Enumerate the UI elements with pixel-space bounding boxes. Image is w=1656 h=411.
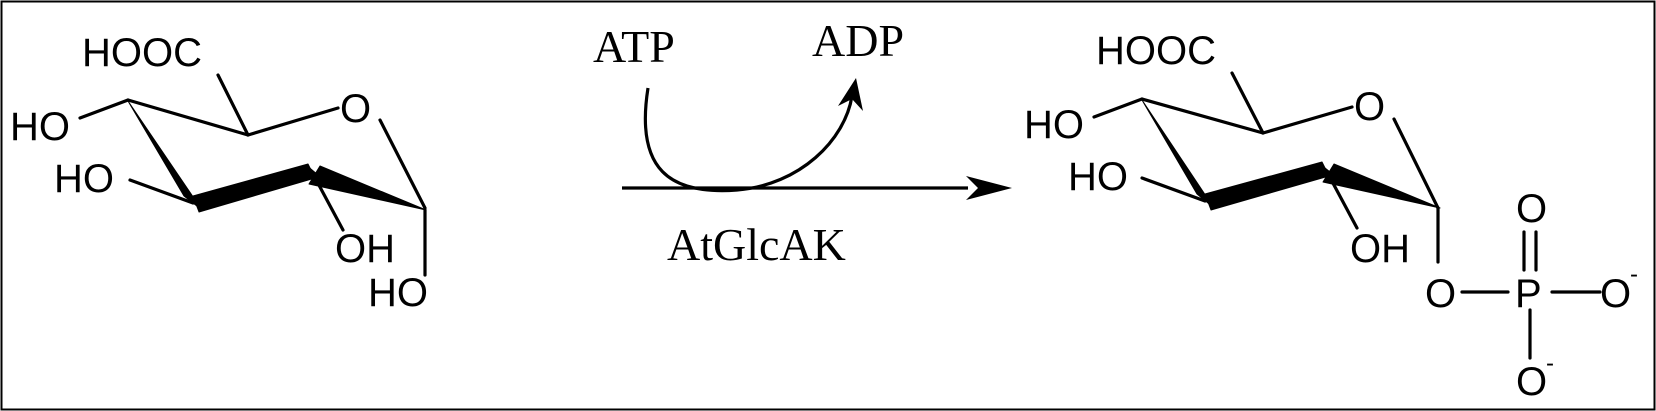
reaction-arrow-group: ATP ADP AtGlcAK	[593, 15, 1012, 270]
bond-c3-oh	[1140, 176, 1207, 203]
product-oxo-oxygen-label: O	[1516, 187, 1547, 231]
bond-c2-oh	[311, 172, 345, 232]
cofactor-out-label: ADP	[812, 15, 904, 66]
substrate-carboxyl-label: HOOC	[82, 31, 202, 75]
product-ester-oxygen-label: O	[1425, 272, 1456, 316]
substrate-hydroxyl-c4-label: HO	[10, 105, 70, 149]
reaction-arrow-head	[966, 176, 1012, 200]
bond-c3-c2-bold	[192, 163, 316, 213]
product-anion-oxygen-bottom-label: O	[1516, 360, 1547, 404]
bond-c4-c5	[1140, 97, 1265, 135]
bond-c4-c5	[126, 98, 250, 137]
product-anion-oxygen-right-label: O	[1600, 272, 1631, 316]
enzyme-label: AtGlcAK	[667, 219, 846, 270]
substrate-hydroxyl-c2-label: OH	[335, 227, 395, 271]
bond-c5-o	[246, 106, 340, 137]
substrate-hydroxyl-c1-label: HO	[368, 271, 428, 315]
cofactor-in-label: ATP	[593, 21, 675, 72]
cofactor-curve	[643, 87, 854, 193]
product-molecule: HOOC O HO HO OH O P O O - O -	[1024, 29, 1638, 404]
bond-c5-o	[1261, 105, 1354, 135]
bond-c5-carboxyl	[1230, 71, 1265, 135]
bond-c3-c2-bold	[1204, 161, 1330, 211]
product-carboxyl-label: HOOC	[1096, 29, 1216, 73]
wedge-c2-c1	[1322, 163, 1441, 209]
substrate-hydroxyl-c3-label: HO	[54, 157, 114, 201]
product-hydroxyl-c2-label: OH	[1350, 227, 1410, 271]
product-phosphorus-label: P	[1515, 272, 1542, 316]
product-hydroxyl-c4-label: HO	[1024, 103, 1084, 147]
substrate-molecule: HOOC O HO HO OH HO	[10, 31, 428, 315]
bond-c5-carboxyl	[216, 73, 250, 137]
product-anion-charge-right: -	[1630, 261, 1638, 288]
bond-o-c1	[1392, 117, 1440, 210]
bond-o-c1	[378, 118, 427, 210]
bond-c4-oh	[78, 98, 130, 120]
cofactor-arrow-head	[838, 78, 863, 111]
bond-c4-oh	[1092, 97, 1144, 119]
product-hydroxyl-c3-label: HO	[1068, 155, 1128, 199]
substrate-ring-oxygen-label: O	[340, 87, 371, 131]
product-anion-charge-bottom: -	[1546, 350, 1554, 377]
bond-c3-oh	[128, 178, 195, 205]
product-ring-oxygen-label: O	[1354, 85, 1385, 129]
bond-c2-oh	[1325, 170, 1359, 230]
